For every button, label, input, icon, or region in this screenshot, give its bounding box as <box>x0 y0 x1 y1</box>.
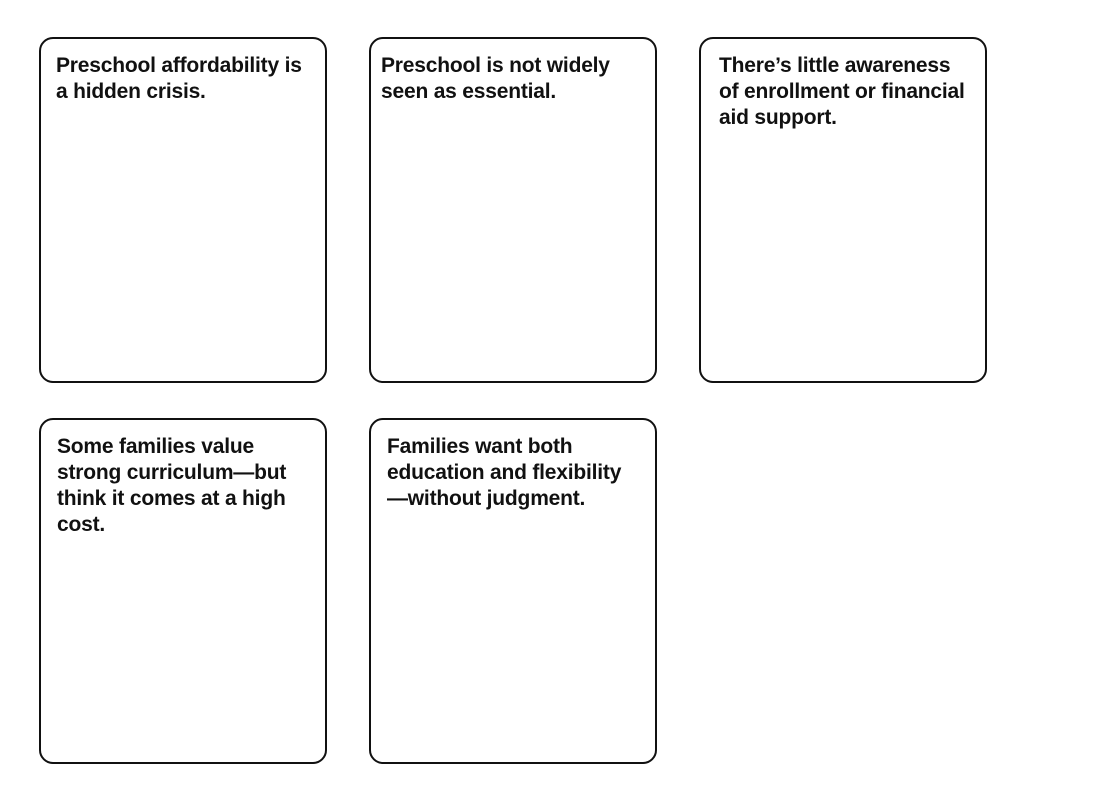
insight-card-flexibility[interactable]: Families want both education and flexibi… <box>369 418 657 764</box>
insight-card-text: Families want both education and flexibi… <box>387 435 622 510</box>
insight-card-curriculum[interactable]: Some families value strong curriculum—bu… <box>39 418 327 764</box>
insight-card-text: There’s little awareness of enrollment o… <box>719 54 965 129</box>
insight-card-essential[interactable]: Preschool is not widely seen as essentia… <box>369 37 657 383</box>
insight-card-awareness[interactable]: There’s little awareness of enrollment o… <box>699 37 987 383</box>
insight-card-text: Preschool affordability is a hidden cris… <box>56 54 302 103</box>
insight-card-text: Some families value strong curriculum—bu… <box>57 435 287 536</box>
insight-card-text: Preschool is not widely seen as essentia… <box>381 54 610 103</box>
insight-card-affordability[interactable]: Preschool affordability is a hidden cris… <box>39 37 327 383</box>
